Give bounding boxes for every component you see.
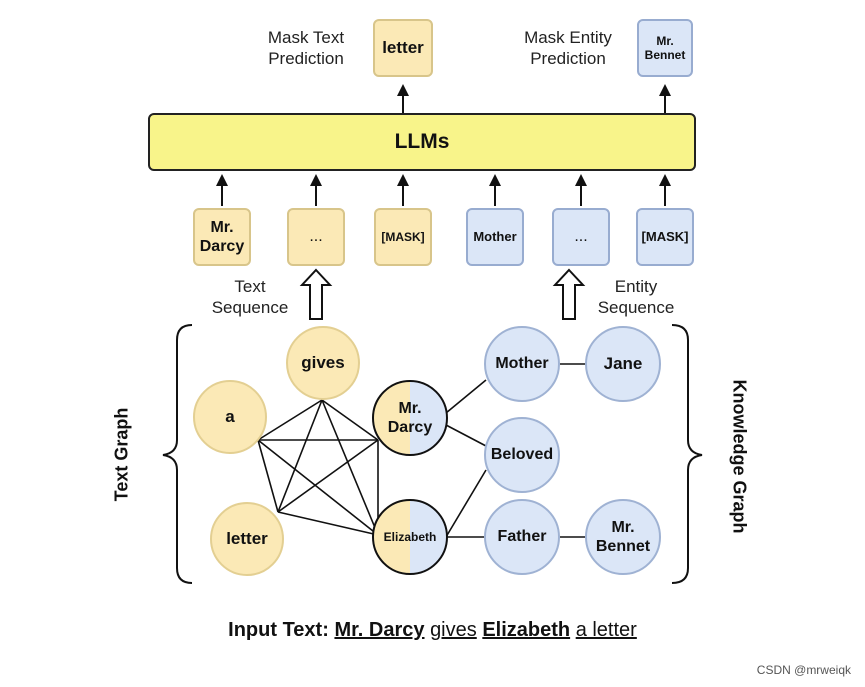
text-token-1: Mr. Darcy bbox=[193, 208, 251, 266]
mask-entity-prediction-label: Mask Entity Prediction bbox=[524, 28, 612, 69]
shared-node-elizabeth: Elizabeth bbox=[372, 499, 448, 575]
kg-node-father: Father bbox=[484, 499, 560, 575]
entity-sequence-hollow-arrow bbox=[552, 268, 586, 320]
text-graph-edges bbox=[257, 399, 379, 536]
text-graph-brace bbox=[162, 324, 193, 584]
watermark: CSDN @mrweiqk bbox=[756, 663, 851, 677]
text-prediction-output: letter bbox=[373, 19, 433, 77]
kg-node-mr-bennet: Mr. Bennet bbox=[585, 499, 661, 575]
text-node-gives: gives bbox=[286, 326, 360, 400]
input-text-mr-darcy: Mr. Darcy bbox=[334, 619, 425, 641]
entity-token-1: Mother bbox=[466, 208, 524, 266]
input-text-prefix: Input Text: bbox=[228, 619, 329, 641]
input-text-elizabeth: Elizabeth bbox=[482, 619, 571, 641]
kg-node-beloved: Beloved bbox=[484, 417, 560, 493]
entity-prediction-output: Mr. Bennet bbox=[637, 19, 693, 77]
text-sequence-hollow-arrow bbox=[299, 268, 333, 320]
kg-node-mother: Mother bbox=[484, 326, 560, 402]
knowledge-graph-label: Knowledge Graph bbox=[729, 379, 750, 534]
text-token-3: [MASK] bbox=[374, 208, 432, 266]
mask-text-prediction-label: Mask Text Prediction bbox=[267, 28, 345, 69]
shared-node-mr-darcy: Mr. Darcy bbox=[372, 380, 448, 456]
knowledge-graph-edges bbox=[445, 363, 587, 538]
knowledge-graph-brace bbox=[671, 324, 703, 584]
text-sequence-label: Text Sequence bbox=[211, 277, 289, 318]
input-text-a-letter: a letter bbox=[575, 619, 637, 641]
text-node-a: a bbox=[193, 380, 267, 454]
text-node-letter: letter bbox=[210, 502, 284, 576]
entity-token-2: ... bbox=[552, 208, 610, 266]
entity-sequence-label: Entity Sequence bbox=[597, 277, 675, 318]
kg-node-jane: Jane bbox=[585, 326, 661, 402]
input-text-gives: gives bbox=[430, 619, 477, 641]
text-token-2: ... bbox=[287, 208, 345, 266]
input-text-caption: Input Text: Mr. Darcy gives Elizabeth a … bbox=[0, 619, 865, 642]
text-graph-label: Text Graph bbox=[111, 407, 132, 502]
llm-block: LLMs bbox=[148, 113, 696, 171]
entity-token-3: [MASK] bbox=[636, 208, 694, 266]
